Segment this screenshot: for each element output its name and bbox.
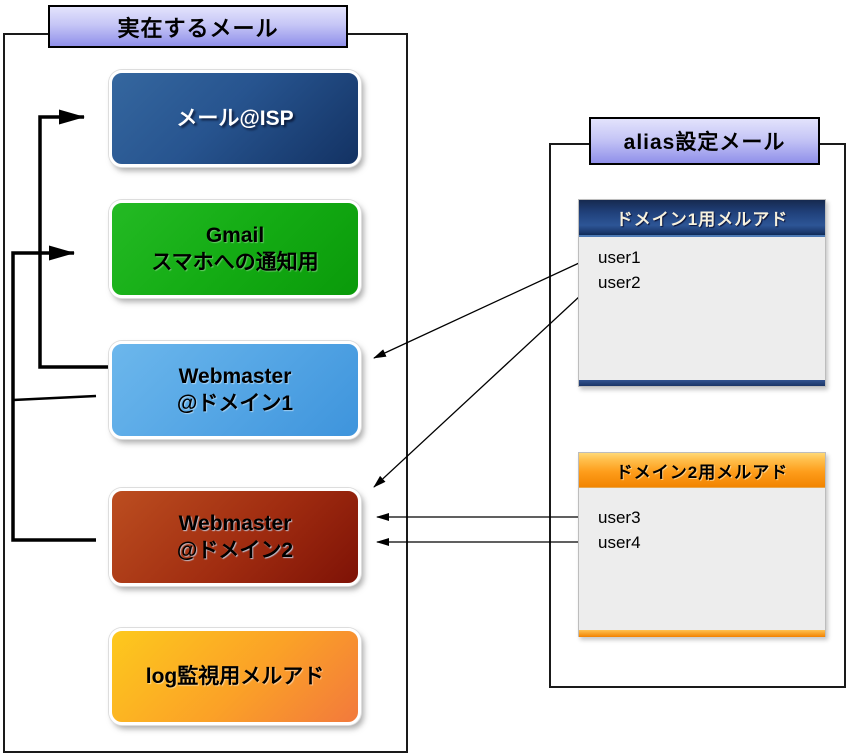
user-item: user4 (598, 533, 641, 552)
node-log-monitor: log監視用メルアド (109, 628, 361, 725)
domain2-alias-group: ドメイン2用メルアド user3 user4 (578, 452, 826, 637)
domain2-group-header: ドメイン2用メルアド (579, 453, 825, 488)
node-label: log監視用メルアド (145, 665, 325, 688)
domain1-group-footer-bar (579, 380, 825, 386)
node-webmaster-domain2: Webmaster @ドメイン2 (109, 488, 361, 586)
node-label: Webmaster @ドメイン2 (176, 512, 294, 562)
node-label: Gmail スマホへの通知用 (151, 224, 319, 274)
node-webmaster-domain1: Webmaster @ドメイン1 (109, 341, 361, 439)
domain1-user-list: user1 user2 (579, 237, 825, 380)
user-item: user1 (598, 248, 641, 267)
node-gmail: Gmail スマホへの通知用 (109, 200, 361, 298)
user-item: user2 (598, 273, 641, 292)
node-mail-isp: メール@ISP (109, 70, 361, 167)
node-label: メール@ISP (176, 107, 294, 130)
domain1-group-header: ドメイン1用メルアド (579, 200, 825, 237)
alias-mail-title: alias設定メール (589, 117, 820, 165)
domain2-user-list: user3 user4 (579, 488, 825, 630)
domain2-group-footer-bar (579, 630, 825, 637)
domain1-alias-group: ドメイン1用メルアド user1 user2 (578, 199, 826, 387)
user-item: user3 (598, 508, 641, 527)
real-mail-title: 実在するメール (48, 5, 348, 48)
node-label: Webmaster @ドメイン1 (176, 365, 294, 415)
